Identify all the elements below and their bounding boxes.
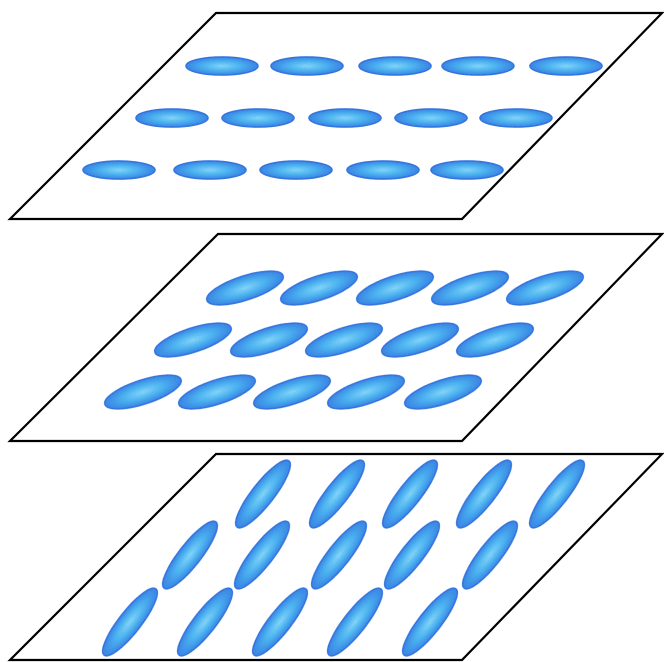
bottom-layer-ellipse-r1-c2 (308, 459, 366, 529)
top-layer-ellipse-r1-c3 (358, 56, 432, 76)
bottom-layer (7, 452, 664, 662)
middle-layer-ellipses (104, 270, 584, 410)
bottom-layer-ellipse-r1-c1 (234, 459, 292, 529)
top-layer-ellipse-r2-c2 (221, 108, 295, 128)
middle-layer-ellipse-r2-c3 (305, 322, 383, 358)
top-layer-ellipse-r1-c4 (441, 56, 515, 76)
bottom-layer-ellipse-r2-c4 (383, 520, 441, 590)
middle-layer-ellipse-r3-c2 (178, 374, 256, 410)
bottom-layer-ellipses (101, 459, 586, 657)
middle-layer-ellipse-r3-c3 (253, 374, 331, 410)
top-layer (7, 11, 664, 221)
middle-layer-ellipse-r2-c2 (230, 322, 308, 358)
top-layer-ellipse-r1-c2 (270, 56, 344, 76)
top-layer-ellipse-r3-c3 (259, 160, 333, 180)
bottom-layer-ellipse-r3-c3 (251, 587, 309, 657)
top-layer-ellipse-r3-c4 (346, 160, 420, 180)
bottom-layer-ellipse-r2-c1 (161, 520, 219, 590)
bottom-layer-ellipse-r1-c3 (381, 459, 439, 529)
top-layer-ellipse-r1-c1 (185, 56, 259, 76)
bottom-layer-ellipse-r3-c5 (401, 587, 459, 657)
middle-layer-ellipse-r2-c4 (381, 322, 459, 358)
bottom-layer-ellipse-r3-c4 (326, 587, 384, 657)
top-layer-ellipse-r2-c1 (135, 108, 209, 128)
middle-layer-ellipse-r2-c1 (154, 322, 232, 358)
top-layer-ellipse-r3-c1 (82, 160, 156, 180)
top-layer-ellipse-r3-c5 (430, 160, 504, 180)
middle-layer-ellipse-r1-c4 (431, 270, 509, 306)
bottom-layer-ellipse-r1-c5 (528, 459, 586, 529)
top-layer-ellipse-r2-c4 (394, 108, 468, 128)
middle-layer-ellipse-r2-c5 (456, 322, 534, 358)
middle-layer (7, 232, 664, 443)
bottom-layer-ellipse-r1-c4 (455, 459, 513, 529)
bottom-layer-ellipse-r3-c1 (101, 587, 159, 657)
middle-layer-ellipse-r1-c3 (356, 270, 434, 306)
bottom-layer-ellipse-r3-c2 (176, 587, 234, 657)
bottom-layer-ellipse-r2-c5 (461, 520, 519, 590)
top-layer-ellipse-r3-c2 (173, 160, 247, 180)
middle-layer-ellipse-r1-c1 (206, 270, 284, 306)
bottom-layer-ellipse-r2-c3 (310, 520, 368, 590)
middle-layer-ellipse-r3-c5 (404, 374, 482, 410)
top-layer-ellipses (82, 56, 603, 180)
middle-layer-ellipse-r3-c1 (104, 374, 182, 410)
bottom-layer-ellipse-r2-c2 (233, 520, 291, 590)
top-layer-ellipse-r2-c3 (308, 108, 382, 128)
top-layer-ellipse-r1-c5 (529, 56, 603, 76)
top-layer-ellipse-r2-c5 (479, 108, 553, 128)
middle-layer-ellipse-r3-c4 (327, 374, 405, 410)
middle-layer-ellipse-r1-c5 (506, 270, 584, 306)
middle-layer-ellipse-r1-c2 (280, 270, 358, 306)
